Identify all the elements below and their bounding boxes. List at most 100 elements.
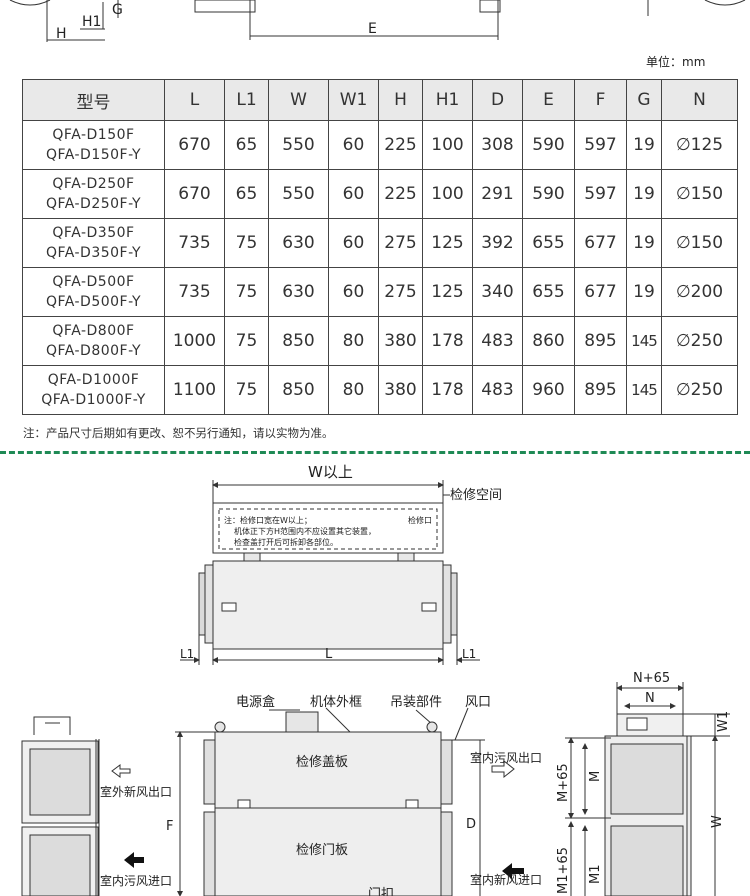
value-cell: 75: [224, 267, 269, 317]
air-port-label: 风口: [465, 695, 491, 710]
value-cell: 80: [328, 316, 379, 366]
value-cell: 80: [328, 365, 379, 415]
value-cell: 380: [378, 365, 423, 415]
m1-65-label: M1+65: [556, 847, 571, 894]
value-cell: 590: [522, 169, 575, 219]
model-name: QFA-D150F-Y: [45, 147, 142, 163]
header-cell: W: [268, 79, 329, 121]
value-cell: 75: [224, 316, 269, 366]
value-cell: 19: [626, 169, 662, 219]
frame-label: 机体外框: [310, 695, 362, 710]
value-cell: ∅150: [661, 169, 738, 219]
value-cell: 960: [522, 365, 575, 415]
value-cell: 597: [574, 169, 627, 219]
value-cell: 60: [328, 120, 379, 170]
value-cell: 597: [574, 120, 627, 170]
value-cell: 392: [472, 218, 523, 268]
model-name: QFA-D1000F: [47, 372, 140, 388]
model-name: QFA-D1000F-Y: [41, 392, 146, 408]
model-name: QFA-D350F-Y: [45, 245, 142, 261]
header-cell: H: [378, 79, 423, 121]
top-dimension-drawing: G H1 H E: [9, 0, 746, 42]
value-cell: 735: [164, 267, 225, 317]
indoor-exhaust-out-label: 室内污风出口: [470, 750, 542, 765]
value-cell: 655: [522, 267, 575, 317]
value-cell: 225: [378, 169, 423, 219]
service-note-line-3: 检查盖打开后可拆卸各部位。: [234, 537, 338, 547]
value-cell: 850: [268, 316, 329, 366]
top-h-label: H: [56, 26, 67, 42]
f-label: F: [166, 819, 173, 834]
value-cell: 100: [422, 120, 473, 170]
n65-label: N+65: [633, 671, 670, 686]
footnote: 注：产品尺寸后期如有更改、恕不另行通知，请以实物为准。: [23, 426, 334, 440]
l1-left-label: L1: [180, 647, 194, 661]
value-cell: 483: [472, 365, 523, 415]
header-cell: L: [164, 79, 225, 121]
value-cell: 19: [626, 267, 662, 317]
model-cell: QFA-D350F QFA-D350F-Y: [22, 218, 165, 268]
m65-label: M+65: [556, 763, 571, 802]
cover-label: 检修盖板: [296, 755, 348, 770]
value-cell: ∅150: [661, 218, 738, 268]
top-g-label: G: [112, 2, 123, 18]
model-cell: QFA-D1000F QFA-D1000F-Y: [22, 365, 165, 415]
w-above-label: W以上: [308, 463, 353, 481]
service-note-line-1: 注：检修口宽在W以上；: [224, 515, 312, 525]
value-cell: 19: [626, 218, 662, 268]
value-cell: 550: [268, 120, 329, 170]
side-view-diagram: N+65 N W1 M M+65 W M1 M1+65: [556, 671, 731, 896]
value-cell: 850: [268, 365, 329, 415]
value-cell: 655: [522, 218, 575, 268]
value-cell: 308: [472, 120, 523, 170]
model-cell: QFA-D800F QFA-D800F-Y: [22, 316, 165, 366]
value-cell: 291: [472, 169, 523, 219]
value-cell: 380: [378, 316, 423, 366]
model-name: QFA-D350F: [52, 225, 135, 241]
value-cell: 275: [378, 267, 423, 317]
model-name: QFA-D500F: [52, 274, 135, 290]
header-cell: F: [574, 79, 627, 121]
model-name: QFA-D800F-Y: [45, 343, 142, 359]
header-cell: L1: [224, 79, 269, 121]
value-cell: 60: [328, 267, 379, 317]
model-name: QFA-D250F: [52, 176, 135, 192]
n-label: N: [645, 691, 655, 706]
value-cell: 630: [268, 267, 329, 317]
value-cell: 75: [224, 365, 269, 415]
model-name: QFA-D800F: [52, 323, 135, 339]
service-space-diagram: W以上 检修空间 注：检修口宽在W以上； 机体正下方H范围内不应设置其它装置， …: [180, 463, 502, 665]
value-cell: 145: [626, 316, 662, 366]
l-label: L: [325, 647, 333, 662]
w-label: W: [710, 815, 725, 828]
top-e-label: E: [368, 21, 377, 37]
value-cell: 550: [268, 169, 329, 219]
value-cell: 60: [328, 218, 379, 268]
latch-label: 门扣: [368, 887, 394, 896]
value-cell: 225: [378, 120, 423, 170]
header-cell: H1: [422, 79, 473, 121]
d-label: D: [466, 817, 476, 832]
value-cell: 895: [574, 365, 627, 415]
value-cell: ∅125: [661, 120, 738, 170]
value-cell: 178: [422, 316, 473, 366]
service-space-label: 检修空间: [450, 488, 502, 503]
value-cell: 630: [268, 218, 329, 268]
header-cell: G: [626, 79, 662, 121]
value-cell: 65: [224, 120, 269, 170]
value-cell: 19: [626, 120, 662, 170]
left-end-view-diagram: 室外新风出口 室内污风进口: [21, 716, 172, 896]
front-view-diagram: 电源盒 机体外框 吊装部件 风口 检修盖板 检修门板 门扣 F D 室内污风出口…: [166, 694, 542, 896]
value-cell: 895: [574, 316, 627, 366]
value-cell: 677: [574, 218, 627, 268]
service-note-line-2: 机体正下方H范围内不应设置其它装置，: [234, 526, 376, 536]
model-name: QFA-D150F: [52, 127, 135, 143]
value-cell: 590: [522, 120, 575, 170]
value-cell: 1000: [164, 316, 225, 366]
m-label: M: [588, 771, 603, 782]
